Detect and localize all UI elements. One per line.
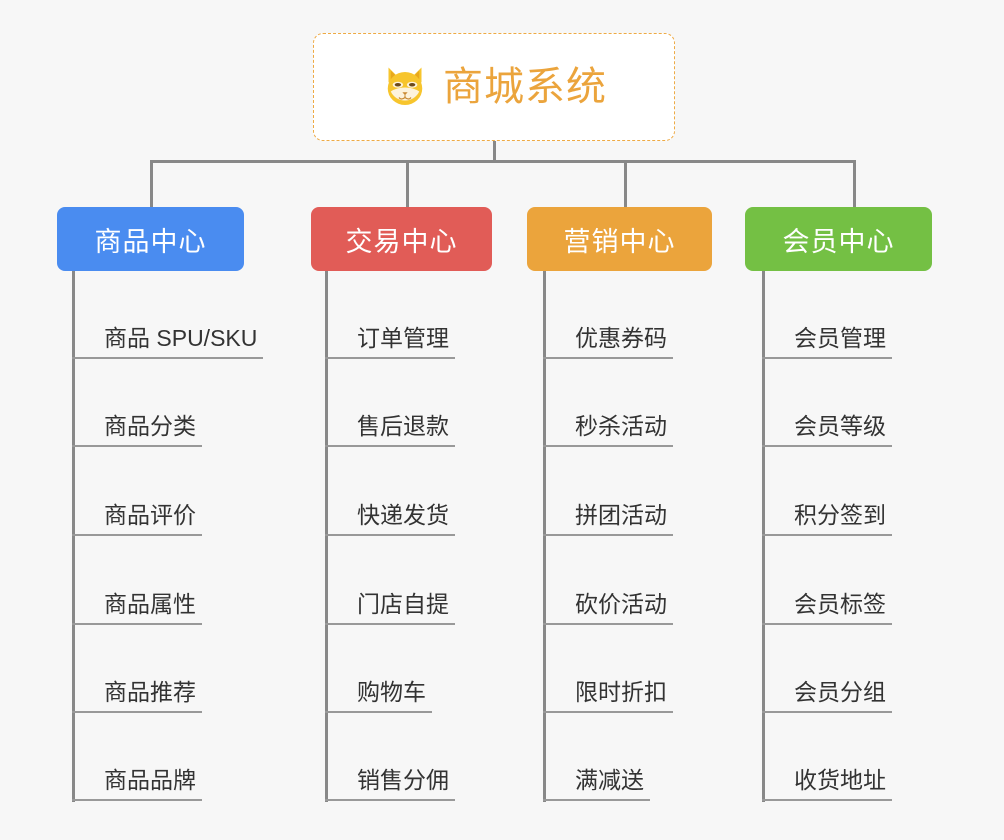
leaf-label: 拼团活动 [575,501,667,528]
leaf-item[interactable]: 拼团活动 [543,448,673,536]
leaf-label: 砍价活动 [575,590,667,617]
category-label-1: 商品中心 [94,226,207,257]
connector-drop-1 [150,160,153,208]
leaf-label: 会员管理 [794,324,886,351]
leaf-item[interactable]: 砍价活动 [543,537,673,625]
root-title: 商城系统 [443,65,607,109]
leaf-label: 销售分佣 [357,766,449,793]
category-box-1[interactable]: 商品中心 [57,207,244,271]
leaf-item[interactable]: 满减送 [543,713,650,801]
leaf-label: 会员分组 [794,678,886,705]
leaf-label: 商品 SPU/SKU [104,324,258,351]
leaf-label: 商品推荐 [104,678,196,705]
leaf-label: 秒杀活动 [575,412,667,439]
leaf-item[interactable]: 售后退款 [325,359,455,447]
leaf-item[interactable]: 订单管理 [325,271,455,359]
leaf-item[interactable]: 会员标签 [762,537,892,625]
leaf-label: 会员等级 [794,412,886,439]
connector-horizontal-bus [150,160,856,163]
category-label-3: 营销中心 [563,226,676,257]
leaf-item[interactable]: 商品品牌 [72,713,202,801]
leaf-label: 积分签到 [794,501,886,528]
leaf-label: 会员标签 [794,590,886,617]
leaf-spine-2 [325,271,328,802]
leaf-label: 商品评价 [104,501,196,528]
leaf-label: 售后退款 [357,412,449,439]
leaf-item[interactable]: 收货地址 [762,713,892,801]
connector-drop-2 [406,160,409,208]
leaf-item[interactable]: 秒杀活动 [543,359,673,447]
leaf-label: 商品属性 [104,590,196,617]
category-box-2[interactable]: 交易中心 [311,207,492,271]
leaf-label: 商品品牌 [104,766,196,793]
connector-root-trunk [493,141,496,162]
leaf-item[interactable]: 商品属性 [72,537,202,625]
leaf-item[interactable]: 商品 SPU/SKU [72,271,264,359]
category-box-3[interactable]: 营销中心 [527,207,712,271]
connector-drop-3 [624,160,627,208]
leaf-item[interactable]: 限时折扣 [543,625,673,713]
leaf-label: 购物车 [357,678,426,705]
leaf-item[interactable]: 商品推荐 [72,625,202,713]
leaf-label: 收货地址 [794,766,886,793]
leaf-item[interactable]: 会员等级 [762,359,892,447]
root-node[interactable]: 商城系统 [313,33,675,141]
leaf-spine-3 [543,271,546,802]
leaf-item[interactable]: 商品评价 [72,448,202,536]
leaf-label: 优惠券码 [575,324,667,351]
leaf-label: 订单管理 [357,324,449,351]
leaf-item[interactable]: 门店自提 [325,537,455,625]
leaf-label: 快递发货 [357,501,449,528]
leaf-item[interactable]: 会员分组 [762,625,892,713]
leaf-item[interactable]: 销售分佣 [325,713,455,801]
connector-drop-4 [853,160,856,208]
leaf-item[interactable]: 快递发货 [325,448,455,536]
leaf-label: 商品分类 [104,412,196,439]
leaf-spine-1 [72,271,75,802]
leaf-item[interactable]: 会员管理 [762,271,892,359]
leaf-item[interactable]: 购物车 [325,625,432,713]
leaf-label: 满减送 [575,766,644,793]
leaf-item[interactable]: 优惠券码 [543,271,673,359]
category-box-4[interactable]: 会员中心 [745,207,932,271]
leaf-item[interactable]: 商品分类 [72,359,202,447]
category-label-2: 交易中心 [345,226,458,257]
shiba-dog-icon [387,67,423,105]
leaf-spine-4 [762,271,765,802]
leaf-label: 门店自提 [357,590,449,617]
leaf-label: 限时折扣 [575,678,667,705]
leaf-item[interactable]: 积分签到 [762,448,892,536]
category-label-4: 会员中心 [782,226,895,257]
